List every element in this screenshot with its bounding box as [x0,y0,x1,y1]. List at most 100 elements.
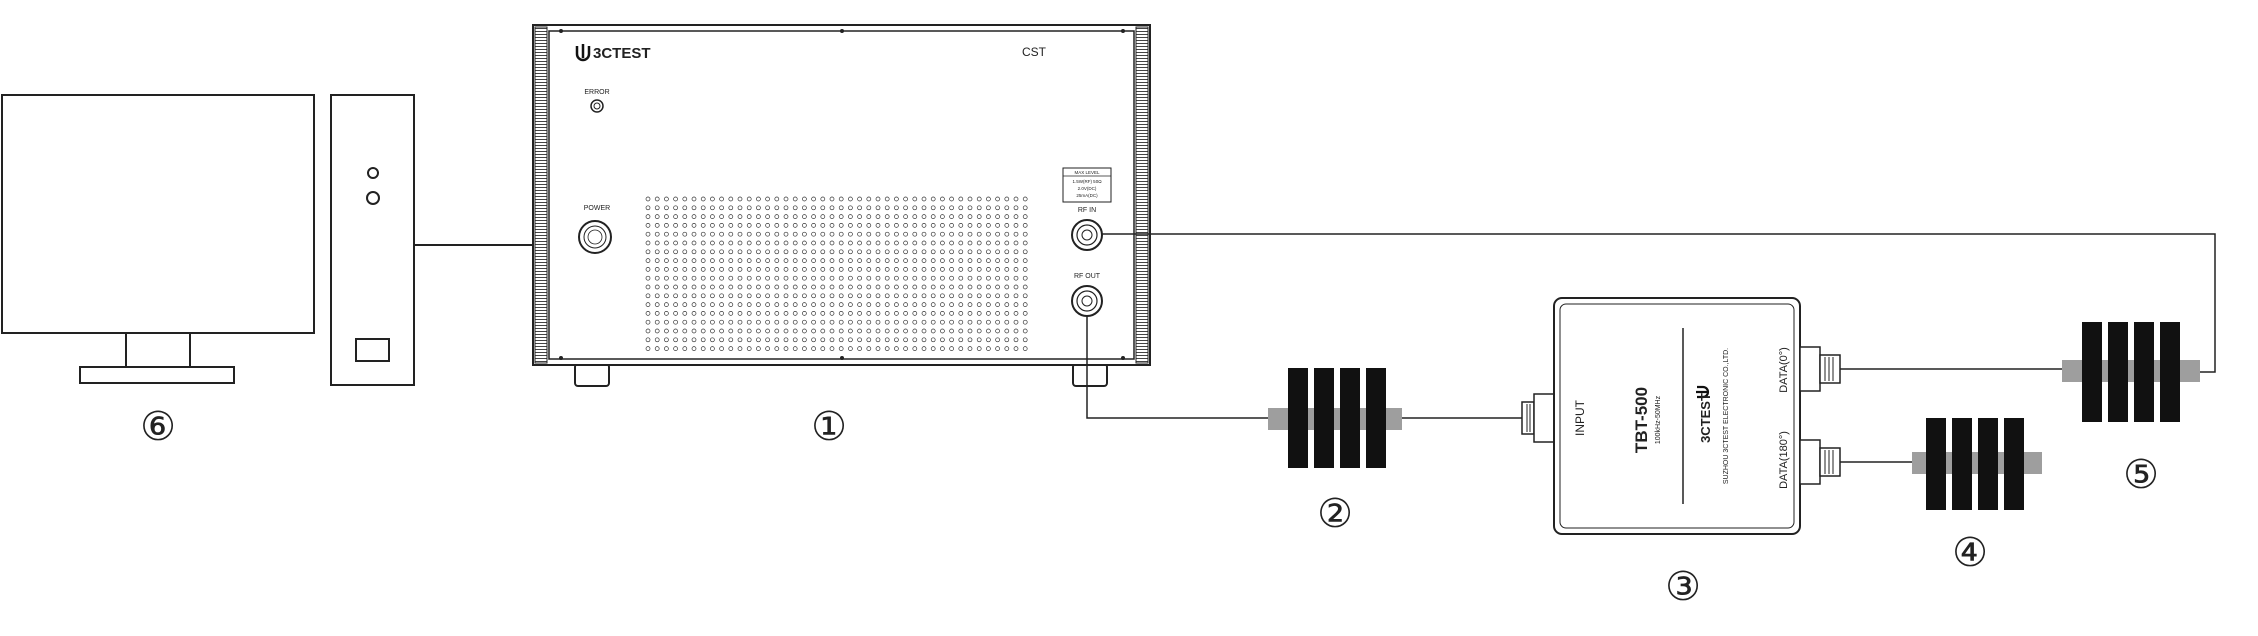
rf-out-port[interactable] [1071,285,1103,317]
vent-hole [1004,214,1010,219]
vent-hole [930,214,936,219]
vent-hole [664,214,669,219]
cst-model-label: CST [1022,45,1047,59]
vent-hole [1013,205,1019,211]
vent-hole [783,293,789,299]
rf-in-port[interactable] [1071,219,1103,251]
vent-hole [921,275,927,281]
vent-hole [710,311,715,316]
vent-hole [645,337,651,343]
power-label: POWER [584,205,610,212]
vent-hole [737,302,743,307]
warning-label-line: 1.5W(RF) 50Ω [1072,179,1102,184]
vent-hole [691,328,697,334]
vent-hole [654,328,660,334]
vent-hole [976,275,982,281]
vent-hole [903,267,908,272]
vent-hole [829,240,835,246]
vent-hole [857,346,862,351]
vent-hole [654,249,660,255]
vent-hole [866,328,872,334]
vent-hole [1022,214,1028,219]
vent-hole [645,223,651,228]
vent-hole [664,337,669,343]
vent-hole [746,275,752,281]
vent-hole [903,205,908,211]
vent-hole [976,319,982,325]
rf-in-cable [1102,233,2216,373]
vent-hole [848,249,853,255]
vent-hole [700,205,706,211]
vent-hole [719,267,724,272]
vent-hole [811,196,816,202]
vent-hole [958,196,964,202]
vent-hole [811,311,816,316]
vent-hole [645,214,651,219]
vent-hole [884,196,890,202]
vent-hole [664,267,669,272]
vent-hole [958,223,964,228]
vent-hole [811,319,816,325]
data180-port[interactable] [1799,439,1841,485]
vent-hole [995,337,1000,343]
vent-hole [875,205,881,211]
vent-hole [664,240,669,246]
vent-hole [719,319,724,325]
vent-hole [645,311,651,316]
vent-hole [783,258,789,263]
vent-hole [756,205,761,211]
vent-hole [802,196,807,202]
vent-hole [811,223,816,228]
vent-hole [848,267,853,272]
vent-hole [783,284,789,290]
vent-hole [802,293,807,299]
vent-hole [866,258,872,263]
vent-hole [986,249,991,255]
vent-hole [802,231,807,237]
vent-hole [673,311,678,316]
vent-hole [857,214,862,219]
vent-hole [838,319,844,325]
vent-hole [995,319,1000,325]
vent-hole [682,311,688,316]
vent-hole [746,240,752,246]
vent-hole [737,240,743,246]
vent-hole [664,205,669,211]
vent-hole [866,302,872,307]
bnc-connector-icon [1521,393,1555,443]
vent-hole [995,258,1000,263]
vent-hole [884,293,890,299]
power-button[interactable] [578,220,612,254]
vent-hole [664,231,669,237]
vent-hole [820,293,826,299]
vent-hole [645,258,651,263]
vent-hole [967,258,973,263]
vent-hole [737,231,743,237]
vent-hole [728,346,734,351]
vent-hole [875,258,881,263]
vent-hole [949,231,954,237]
vent-hole [884,249,890,255]
vent-hole [894,302,899,307]
vent-hole [792,231,798,237]
vent-hole [664,302,669,307]
vent-hole [728,311,734,316]
vent-hole [894,311,899,316]
vent-hole [921,231,927,237]
vent-hole [1013,346,1019,351]
vent-hole [1022,196,1028,202]
vent-hole [746,249,752,255]
vent-hole [756,240,761,246]
vent-hole [921,196,927,202]
vent-hole [746,284,752,290]
vent-hole [746,319,752,325]
data0-port[interactable] [1799,346,1841,392]
vent-hole [673,337,678,343]
vent-hole [986,196,991,202]
vent-hole [940,284,945,290]
vent-hole [811,214,816,219]
vent-hole [792,258,798,263]
vent-hole [802,249,807,255]
vent-hole [654,240,660,246]
vent-hole [654,231,660,237]
